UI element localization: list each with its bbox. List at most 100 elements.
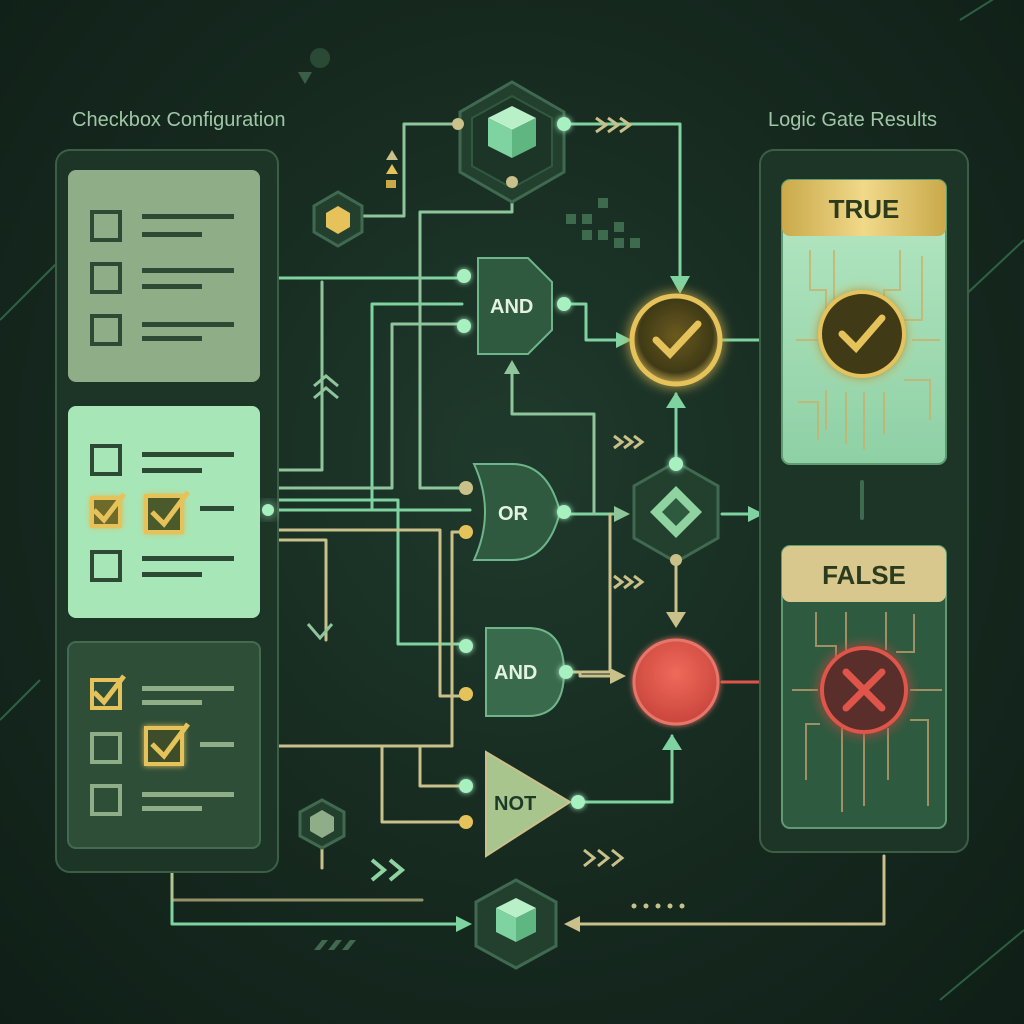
check-icon (150, 490, 190, 528)
wire (360, 122, 460, 218)
option-line (142, 322, 234, 327)
wire (510, 366, 596, 516)
wire (568, 854, 886, 926)
wire (260, 528, 472, 698)
checkbox-unchecked[interactable] (90, 550, 122, 582)
false-indicator (632, 638, 720, 726)
wire (564, 122, 682, 284)
checkbox-card-3[interactable] (67, 641, 261, 849)
arrow (614, 506, 630, 522)
panel-separator (860, 480, 864, 520)
arrow (616, 332, 632, 348)
diamond-icon (650, 486, 702, 538)
option-line (142, 468, 202, 473)
arrow (610, 668, 626, 684)
option-line (142, 806, 202, 811)
check-icon (92, 674, 126, 706)
checkbox-unchecked[interactable] (90, 314, 122, 346)
gate-label: AND (490, 296, 533, 318)
decor-dots (631, 903, 685, 909)
checkbox-unchecked[interactable] (90, 784, 122, 816)
checkbox-checked[interactable] (90, 678, 122, 710)
checkbox-card-2[interactable] (68, 406, 260, 618)
gate-label: NOT (494, 793, 536, 815)
diamond-node (632, 460, 720, 564)
option-line (142, 556, 234, 561)
option-line (142, 792, 234, 797)
cube-icon (488, 106, 536, 158)
wire (260, 280, 324, 472)
checkbox-unchecked[interactable] (90, 444, 122, 476)
checkbox-unchecked[interactable] (90, 732, 122, 764)
option-line (142, 232, 202, 237)
gate-label: AND (494, 662, 537, 684)
true-result-card: TRUE (781, 179, 947, 465)
option-line (200, 506, 234, 511)
wire (260, 538, 328, 642)
check-icon (150, 722, 190, 760)
option-line (142, 214, 234, 219)
chevron-right-icon (613, 434, 645, 450)
cube-node-bottom (474, 878, 558, 970)
wire (260, 302, 464, 512)
right-heading: Logic Gate Results (768, 109, 937, 131)
decor-pixels (566, 198, 640, 248)
arrow (662, 734, 682, 750)
and-gate-bottom[interactable]: AND (485, 627, 566, 717)
arrow (564, 916, 580, 932)
or-gate[interactable]: OR (472, 463, 562, 561)
false-banner (782, 546, 946, 602)
arrow (666, 612, 686, 628)
checkbox-card-1[interactable] (68, 170, 260, 382)
true-indicator (629, 293, 723, 387)
chevron-right-icon (595, 116, 633, 134)
arrow (456, 916, 472, 932)
and-gate-top[interactable]: AND (477, 257, 553, 355)
decor-small-triangles (386, 150, 398, 188)
cross-icon (842, 668, 886, 712)
check-icon (838, 314, 886, 354)
not-gate[interactable]: NOT (485, 750, 572, 858)
option-line (142, 700, 202, 705)
wire (380, 744, 472, 824)
wire (170, 860, 424, 902)
wire (260, 498, 472, 646)
connector-dots (262, 117, 683, 829)
arrow (504, 360, 520, 374)
background-streaks (0, 0, 1024, 1001)
option-line (142, 336, 202, 341)
wire (260, 744, 472, 788)
cube-node-top (458, 80, 566, 204)
check-icon (652, 320, 702, 360)
option-line (142, 284, 202, 289)
wire (260, 322, 464, 490)
true-label: TRUE (829, 194, 900, 224)
check-icon (92, 492, 126, 524)
option-line (142, 686, 234, 691)
option-line (200, 742, 234, 747)
decor-dot (310, 48, 330, 68)
false-result-card: FALSE (781, 545, 947, 829)
cube-node-small (312, 190, 364, 248)
decor-triangle (298, 72, 312, 84)
true-banner (782, 180, 946, 236)
option-line (142, 452, 234, 457)
gate-label: OR (498, 503, 529, 525)
arrow (666, 392, 686, 408)
option-line (142, 268, 234, 273)
circuit-traces (792, 612, 942, 812)
checkbox-unchecked[interactable] (90, 210, 122, 242)
chevron-right-icon (583, 848, 625, 868)
chevron-right-icon (370, 858, 406, 882)
chevron-right-icon (613, 574, 645, 590)
hex-node-decor (298, 798, 346, 850)
wire (580, 512, 612, 674)
checkbox-unchecked[interactable] (90, 262, 122, 294)
left-heading: Checkbox Configuration (72, 109, 285, 131)
chevron-up-icon (313, 374, 339, 400)
chevron-down-icon (306, 623, 334, 641)
wire (576, 734, 674, 804)
false-label: FALSE (822, 560, 906, 590)
arrow (748, 506, 764, 522)
